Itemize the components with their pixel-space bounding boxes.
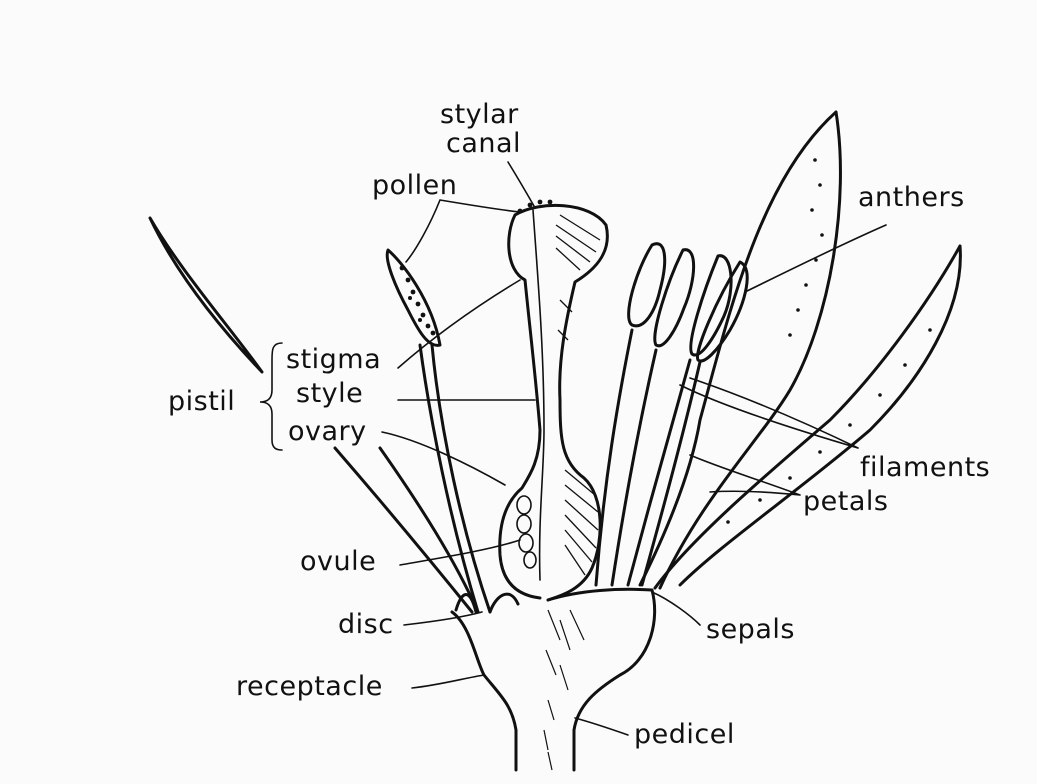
label-pistil: pistil bbox=[168, 386, 235, 417]
right-petal-tall-dots bbox=[788, 158, 824, 337]
label-canal: canal bbox=[446, 128, 521, 159]
label-filaments: filaments bbox=[860, 452, 990, 483]
label-pedicel: pedicel bbox=[634, 719, 735, 750]
label-disc: disc bbox=[338, 609, 394, 640]
label-ovule: ovule bbox=[300, 546, 376, 577]
stylar-canal-line bbox=[533, 210, 544, 580]
labels: stylar canal pollen anthers stigma style… bbox=[168, 99, 990, 750]
pistil-brace bbox=[260, 343, 282, 450]
label-pollen: pollen bbox=[372, 170, 457, 201]
label-style: style bbox=[296, 378, 363, 409]
label-petals: petals bbox=[803, 486, 888, 517]
label-ovary: ovary bbox=[288, 416, 367, 447]
leader-lines bbox=[260, 162, 886, 735]
receptacle-shading bbox=[544, 610, 584, 770]
ovules bbox=[517, 496, 536, 568]
label-stylar: stylar bbox=[440, 99, 519, 130]
left-sepal-blade bbox=[150, 218, 262, 372]
label-sepals: sepals bbox=[706, 614, 795, 645]
receptacle-cup bbox=[452, 589, 655, 770]
right-stamens bbox=[596, 244, 747, 585]
left-filament bbox=[420, 345, 490, 612]
label-stigma: stigma bbox=[286, 344, 381, 375]
label-receptacle: receptacle bbox=[236, 671, 383, 702]
label-anthers: anthers bbox=[858, 182, 965, 213]
